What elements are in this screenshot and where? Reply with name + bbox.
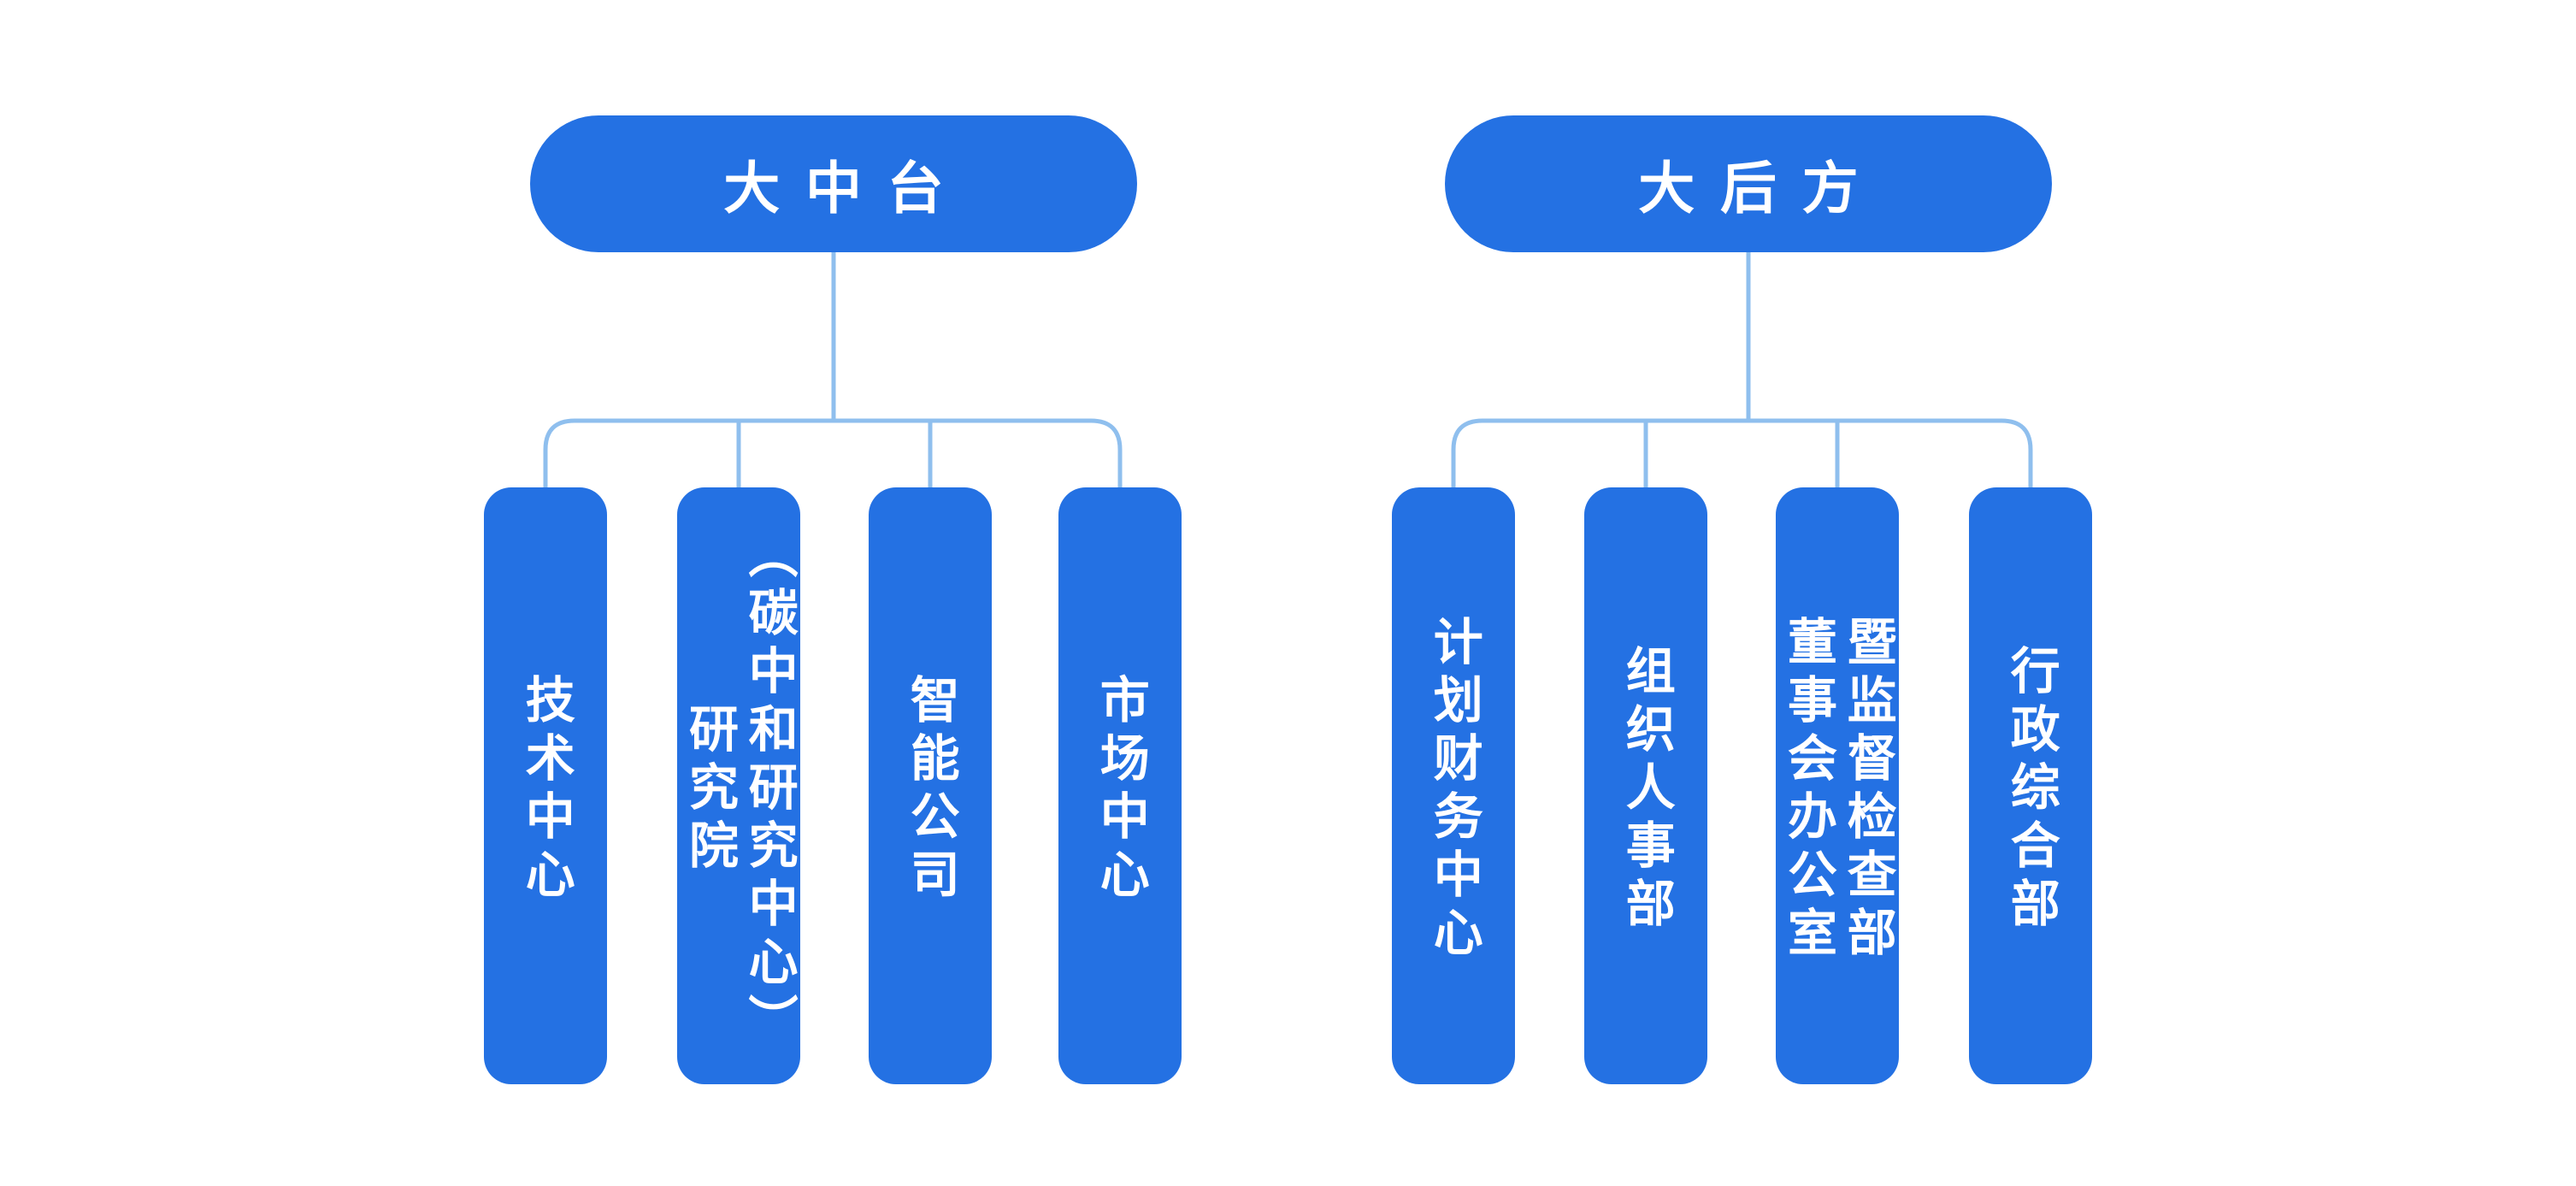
- child-node-left-1-label: 技术中心: [517, 674, 574, 906]
- child-node-left-3[interactable]: 智能公司: [869, 487, 992, 1084]
- child-node-left-2[interactable]: 研究院 （碳中和研究中心）: [677, 487, 800, 1084]
- child-node-left-2-label: 研究院 （碳中和研究中心）: [681, 528, 797, 1052]
- child-node-left-3-label: 智能公司: [902, 674, 958, 906]
- child-node-right-4[interactable]: 行政综合部: [1969, 487, 2092, 1084]
- child-node-right-4-label: 行政综合部: [2002, 645, 2059, 935]
- child-node-left-4-label: 市场中心: [1092, 674, 1148, 906]
- root-node-left[interactable]: 大中台: [530, 115, 1137, 252]
- connector-left-rail: [543, 418, 1123, 491]
- child-node-left-1[interactable]: 技术中心: [484, 487, 607, 1084]
- child-node-right-2[interactable]: 组织人事部: [1584, 487, 1707, 1084]
- child-node-right-2-label: 组织人事部: [1618, 645, 1674, 935]
- child-node-right-3-label: 董事会办公室 暨监督检查部: [1780, 616, 1895, 965]
- root-node-right-label: 大后方: [1638, 156, 1884, 220]
- child-node-right-1[interactable]: 计划财务中心: [1392, 487, 1515, 1084]
- root-node-right[interactable]: 大后方: [1445, 115, 2052, 252]
- child-node-right-3[interactable]: 董事会办公室 暨监督检查部: [1776, 487, 1899, 1084]
- child-node-right-1-label: 计划财务中心: [1425, 616, 1482, 965]
- connector-right-rail: [1451, 418, 2033, 491]
- child-node-left-4[interactable]: 市场中心: [1058, 487, 1182, 1084]
- root-node-left-label: 大中台: [723, 156, 970, 220]
